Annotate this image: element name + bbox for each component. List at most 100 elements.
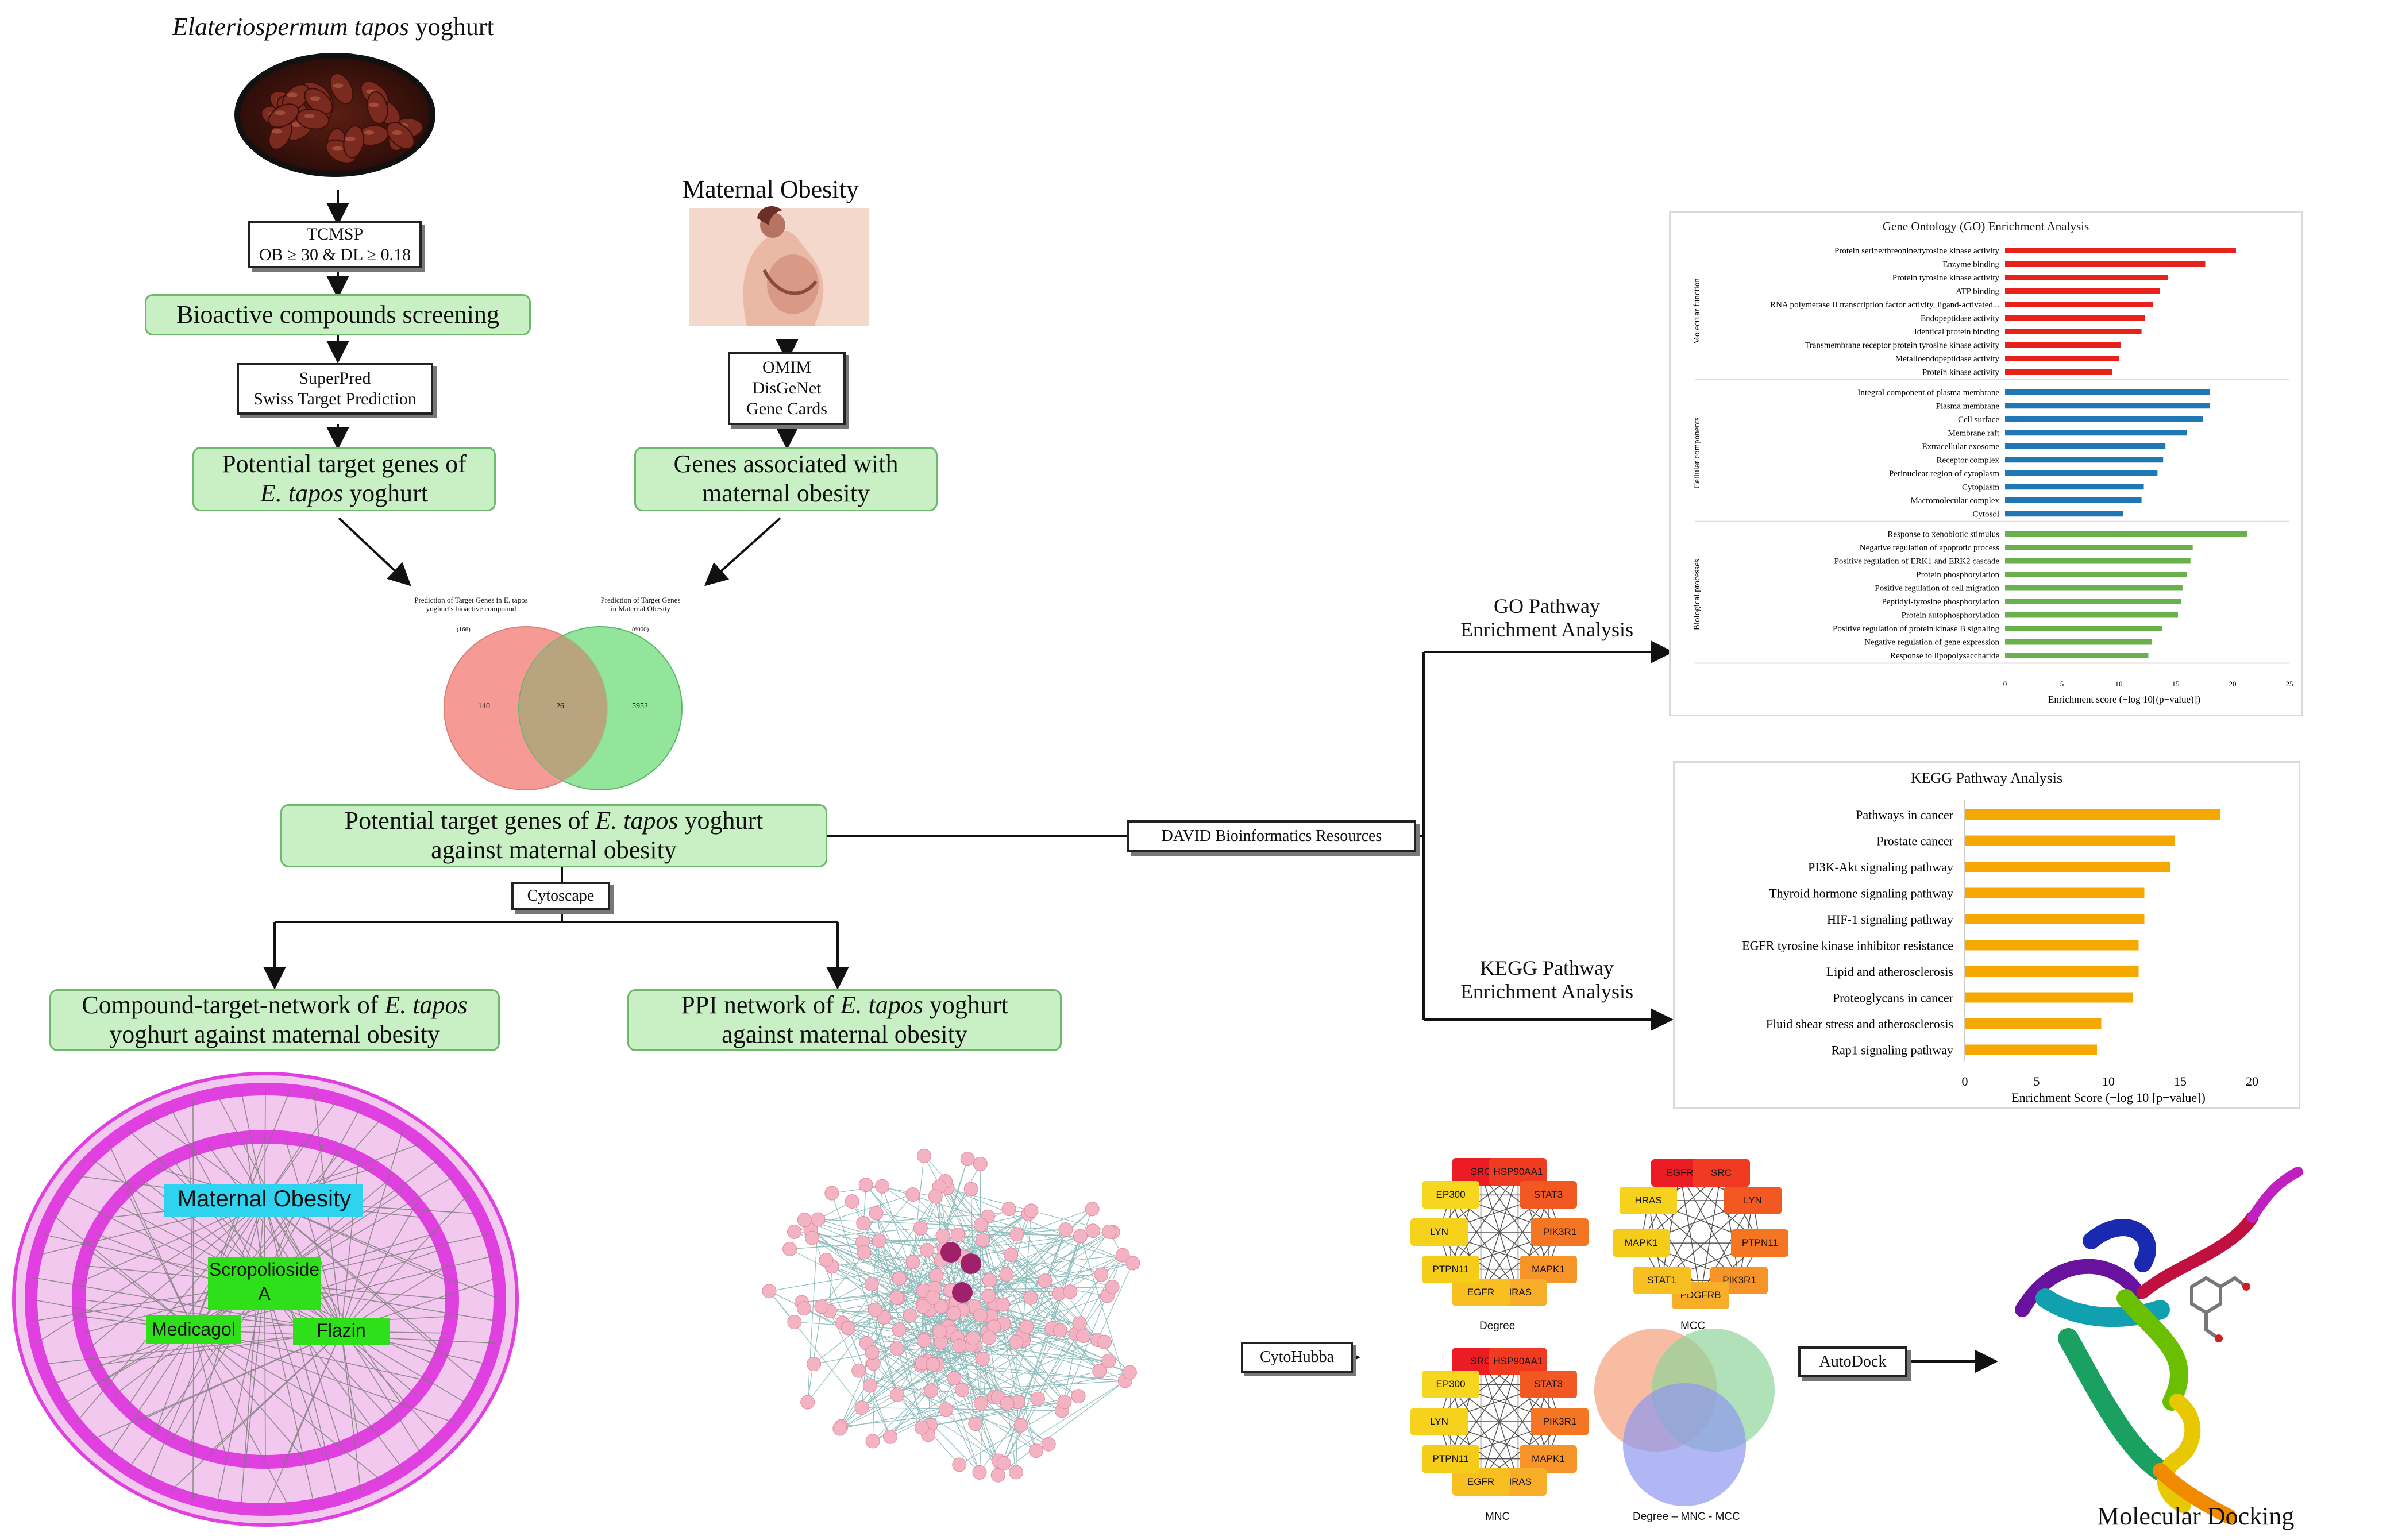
hub-gene-node: PTPN11 [1731, 1229, 1789, 1257]
go-bar [2005, 599, 2181, 604]
go-bar-label: Macromolecular complex [1910, 496, 1999, 505]
go-bar [2005, 356, 2119, 361]
kegg-bar [1965, 1044, 2097, 1055]
go-tick: 20 [2229, 680, 2237, 688]
bioactive-screening-box: Bioactive compounds screening [145, 294, 531, 335]
kegg-bar [1965, 835, 2175, 846]
hub-gene-node: PTPN11 [1422, 1445, 1480, 1473]
venn-right-count: (6000) [632, 626, 649, 633]
hub-gene-node: EP300 [1422, 1371, 1480, 1399]
go-bar-label: RNA polymerase II transcription factor a… [1770, 300, 1999, 310]
venn-overlap: 26 [556, 702, 564, 711]
node-scropolioside: Scropolioside [209, 1259, 320, 1280]
go-bar-label: Protein tyrosine kinase activity [1892, 273, 2000, 283]
hub-gene-node: EP300 [1422, 1181, 1480, 1209]
go-bar-label: Response to lipopolysaccharide [1890, 651, 1999, 661]
go-bar-label: Transmembrane receptor protein tyrosine … [1805, 341, 1999, 350]
go-bar [2005, 484, 2144, 490]
node-scropolioside-suffix: A [258, 1283, 271, 1304]
go-bar [2005, 369, 2112, 375]
potential-against-box: Potential target genes of E. tapos yoghu… [280, 804, 827, 867]
go-bar-label: Perinuclear region of cytoplasm [1889, 469, 1999, 478]
hub-gene-node: PTPN11 [1422, 1255, 1480, 1283]
go-bar [2005, 457, 2164, 463]
hub-gene-node: LYN [1724, 1187, 1782, 1214]
kegg-bar [1965, 966, 2139, 977]
go-bar-label: Endopeptidase activity [1921, 314, 2000, 323]
go-bar [2005, 531, 2247, 537]
go-bar [2005, 288, 2160, 294]
go-bar-label: Extracellular exosome [1922, 442, 1999, 451]
kegg-chart-title: KEGG Pathway Analysis [1910, 770, 2063, 786]
page-title: Elateriospermum tapos yoghurt [172, 13, 494, 41]
go-bar [2005, 329, 2142, 334]
kegg-bar-label: Pathways in cancer [1856, 808, 1953, 822]
go-tick: 25 [2286, 680, 2293, 688]
go-tick: 15 [2172, 680, 2180, 688]
kegg-bar-label: Lipid and atherosclerosis [1826, 964, 1953, 979]
hub-caption-mnc: MNC [1485, 1511, 1510, 1523]
go-bar-label: Protein kinase activity [1922, 368, 2000, 377]
hub-gene-node: SRC [1692, 1159, 1750, 1187]
hub-gene-node: STAT3 [1519, 1181, 1577, 1209]
go-group-label: Molecular function [1693, 278, 1702, 345]
go-bar-label: Protein autophosphorylation [1902, 611, 2000, 620]
kegg-bar [1965, 1018, 2102, 1029]
molecular-docking-label: Molecular Docking [2097, 1502, 2295, 1530]
venn-left-only: 140 [478, 702, 490, 711]
kegg-bar-label: Prostate cancer [1876, 834, 1953, 848]
go-bar [2005, 261, 2206, 267]
go-bar-label: ATP binding [1956, 287, 1999, 296]
node-flazin: Flazin [317, 1320, 366, 1341]
go-bar [2005, 653, 2149, 658]
hub-gene-node: STAT1 [1633, 1267, 1691, 1295]
hub-gene-node: PIK3R1 [1531, 1218, 1589, 1246]
kegg-bar-label: Rap1 signaling pathway [1831, 1043, 1953, 1057]
go-bar-label: Negative regulation of gene expression [1864, 638, 1999, 647]
go-bar [2005, 403, 2210, 409]
go-bar [2005, 572, 2187, 577]
go-bar [2005, 416, 2203, 422]
kegg-bar-label: Proteoglycans in cancer [1833, 991, 1954, 1005]
go-bar [2005, 248, 2236, 253]
hub-caption-mcc: MCC [1680, 1320, 1706, 1332]
david-box: DAVID Bioinformatics Resources [1127, 820, 1416, 852]
hub-caption-degree: Degree [1479, 1320, 1516, 1332]
maternal-obesity-title: Maternal Obesity [683, 175, 859, 203]
kegg-bar [1965, 992, 2133, 1003]
go-tick: 5 [2060, 680, 2064, 688]
go-bar-label: Positive regulation of protein kinase B … [1833, 624, 1999, 634]
go-bar [2005, 497, 2142, 503]
node-medicagol: Medicagol [152, 1319, 236, 1340]
kegg-bar [1965, 887, 2145, 898]
go-tick: 10 [2115, 680, 2123, 688]
kegg-tick: 20 [2246, 1074, 2258, 1089]
go-group-label: Cellular components [1693, 417, 1702, 489]
node-maternal-obesity: Maternal Obesity [177, 1186, 352, 1211]
cytoscape-box: Cytoscape [511, 882, 610, 910]
kegg-tick: 10 [2102, 1074, 2115, 1089]
kegg-bar-label: PI3K-Akt signaling pathway [1808, 860, 1953, 874]
hub-caption-venn: Degree – MNC - MCC [1633, 1511, 1740, 1523]
go-xlabel: Enrichment score (−log 10[(p−value)]) [2048, 694, 2200, 705]
go-chart-title: Gene Ontology (GO) Enrichment Analysis [1882, 219, 2089, 233]
go-bar-label: Negative regulation of apoptotic process [1860, 543, 1999, 553]
kegg-bar [1965, 940, 2139, 951]
go-bar-label: Metalloendopeptidase activity [1895, 354, 2000, 364]
go-bar-label: Peptidyl-tyrosine phosphorylation [1882, 597, 1999, 607]
venn-left-label: Prediction of Target Genes in E. tapos y… [414, 596, 528, 613]
kegg-tick: 5 [2034, 1074, 2040, 1089]
go-group-label: Biological processes [1693, 559, 1702, 630]
go-bar [2005, 443, 2166, 449]
hub-gene-node: LYN [1410, 1408, 1468, 1435]
go-bar-label: Protein phosphorylation [1916, 570, 1999, 580]
